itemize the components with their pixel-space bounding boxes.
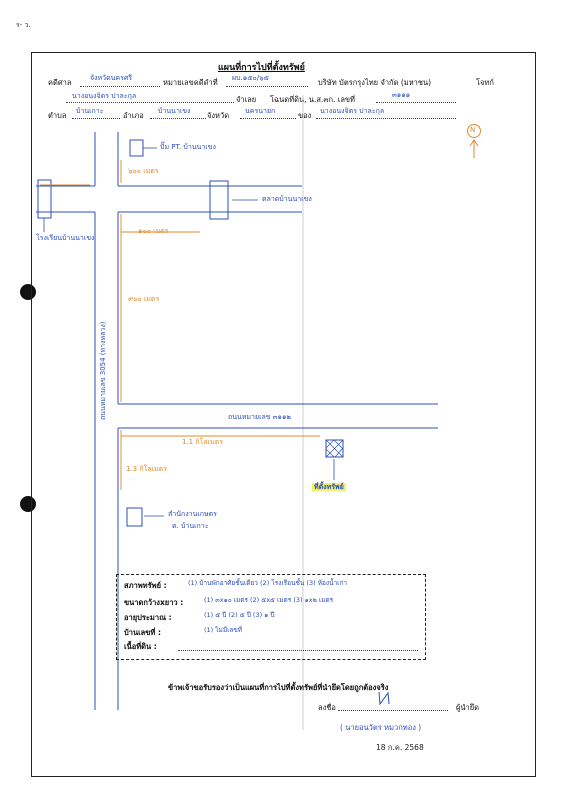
signature (376, 690, 392, 706)
dist-1-3-label: 1.3 กิโลเมตร (126, 465, 167, 473)
plaintiff-label: โจทก์ (476, 78, 494, 87)
province-label: จังหวัด (207, 111, 230, 120)
office-label-line-1: สำนักงานเกษตร (168, 510, 217, 518)
legend-age-value: (1) ๕ ปี (2) ๕ ปี (3) ๑ ปี (204, 611, 275, 619)
black-case-value: ผบ.๑๕๐/๖๕ (232, 74, 269, 82)
dist-900-label: ๙๐๐ เมตร (128, 295, 160, 303)
of-label: ของ (298, 111, 312, 120)
certification-text: ข้าพเจ้าขอรับรองว่าเป็นแผนที่การไปที่ตั้… (168, 683, 389, 692)
office-box (126, 507, 143, 527)
legend-box (116, 574, 426, 660)
highway-label: ถนนหมายเลข 3054 (ทางหลวง) (99, 321, 107, 420)
pump-station-box (129, 139, 144, 157)
dist-100-label: ๑๐๐ เมตร (138, 227, 169, 235)
black-case-label: หมายเลขคดีดำที่ (163, 78, 218, 87)
north-label: N (470, 126, 476, 134)
amphoe-label: อำเภอ (123, 111, 144, 120)
punch-hole-top (20, 284, 36, 300)
case-value: จังหวัดนครศรี (90, 74, 133, 82)
deed-value: ๓๑๑๑ (392, 91, 411, 99)
company-name: บริษัท บัตรกรุงไทย จำกัด (มหาชน) (318, 78, 432, 87)
legend-house-no-label: บ้านเลขที่ : (124, 628, 161, 637)
signer-name: ( นายอนวัตร หมวกทอง ) (340, 723, 422, 732)
north-arrowhead (469, 139, 479, 147)
document-title: แผนที่การไปที่ตั้งทรัพย์ (218, 63, 305, 73)
role-label: ผู้นำยึด (456, 703, 479, 712)
school-label: โรงเรียนบ้านนาเขง (36, 234, 95, 242)
legend-type-label: สภาพทรัพย์ : (124, 581, 167, 590)
property-label: ที่ตั้งทรัพย์ (312, 483, 346, 491)
tambon-value: บ้านเกาะ (76, 107, 104, 115)
punch-hole-bottom (20, 496, 36, 512)
dist-600-label: ๖๐๐ เมตร (128, 167, 159, 175)
defendant-value: นางอนงจิตร ปาละกุล (72, 92, 137, 100)
school-box (37, 179, 52, 219)
sign-label: ลงชื่อ (318, 703, 336, 712)
of-value: นางอนงจิตร ปาละกุล (320, 107, 385, 115)
legend-area-label: เนื้อที่ดิน : (124, 642, 157, 651)
market-box (209, 180, 229, 220)
pump-station-label: ปั๊ม PT. บ้านนาเขง (160, 143, 216, 151)
corner-marks: ร- ว. (16, 21, 31, 29)
sign-date: 18 ก.ค. 2568 (376, 743, 424, 752)
legend-size-value: (1) ๓x๑๐ เมตร (2) ๕x๕ เมตร (3) ๑x๒ เมตร (204, 596, 334, 604)
amphoe-value: บ้านนาเขง (158, 107, 191, 115)
defendant-label: จำเลย (236, 95, 257, 104)
deed-label: โฉนดที่ดิน, น.ส.๓ก. เลขที่ (270, 95, 355, 104)
road-3112-label: ถนนหมายเลข ๓๑๑๒ (228, 413, 292, 421)
legend-type-value: (1) บ้านพักอาศัยชั้นเดียว (2) โรงเรือนชั… (188, 579, 347, 587)
legend-age-label: อายุประมาณ : (124, 613, 172, 622)
tambon-label: ตำบล (48, 111, 67, 120)
case-label: คดีศาล (48, 78, 72, 87)
market-label: ตลาดบ้านนาเขง (262, 195, 312, 203)
dist-1-1-label: 1.1 กิโลเมตร (182, 438, 223, 446)
province-value: นครนายก (245, 107, 276, 115)
north-circle (467, 124, 481, 138)
legend-house-no-value: (1) ไม่มีเลขที่ (204, 626, 243, 634)
document-frame (31, 52, 536, 777)
legend-size-label: ขนาดกว้างxยาว : (124, 598, 184, 607)
office-label-line-2: ต. บ้านเกาะ (172, 522, 209, 530)
